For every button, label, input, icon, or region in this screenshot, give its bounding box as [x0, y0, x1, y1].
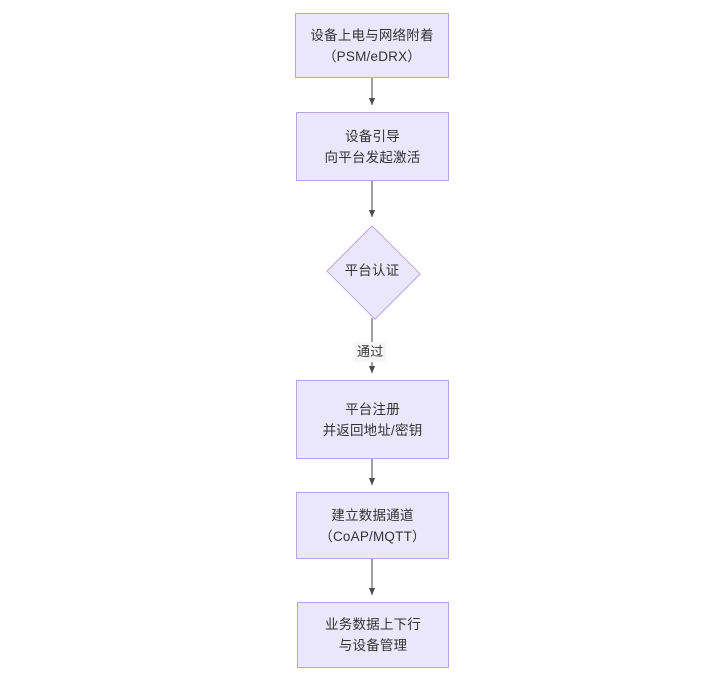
flow-node-platform-register[interactable]: 平台注册 并返回地址/密钥	[296, 380, 449, 459]
flow-node-platform-auth-decision[interactable]: 平台认证	[322, 224, 422, 320]
flow-node-line: 设备引导	[345, 128, 400, 144]
flow-node-business-data[interactable]: 业务数据上下行 与设备管理	[297, 602, 449, 668]
flow-node-line: （PSM/eDRX）	[322, 48, 422, 64]
flow-node-line: 设备上电与网络附着	[310, 27, 434, 43]
edge-label-pass: 通过	[354, 342, 387, 362]
flow-node-line: 并返回地址/密钥	[322, 422, 423, 438]
flow-node-line: 与设备管理	[338, 638, 408, 653]
flow-node-data-channel[interactable]: 建立数据通道 （CoAP/MQTT）	[296, 492, 449, 559]
flow-node-line: 向平台发起激活	[324, 149, 421, 165]
flow-node-line: （CoAP/MQTT）	[319, 528, 426, 544]
flow-node-device-power-on[interactable]: 设备上电与网络附着 （PSM/eDRX）	[295, 13, 449, 78]
flow-node-line: 建立数据通道	[331, 507, 414, 523]
flow-node-device-bootstrap[interactable]: 设备引导 向平台发起激活	[296, 112, 449, 181]
flow-node-line: 业务数据上下行	[325, 617, 421, 632]
flow-node-line: 平台认证	[344, 263, 400, 278]
flow-node-line: 平台注册	[345, 401, 400, 417]
